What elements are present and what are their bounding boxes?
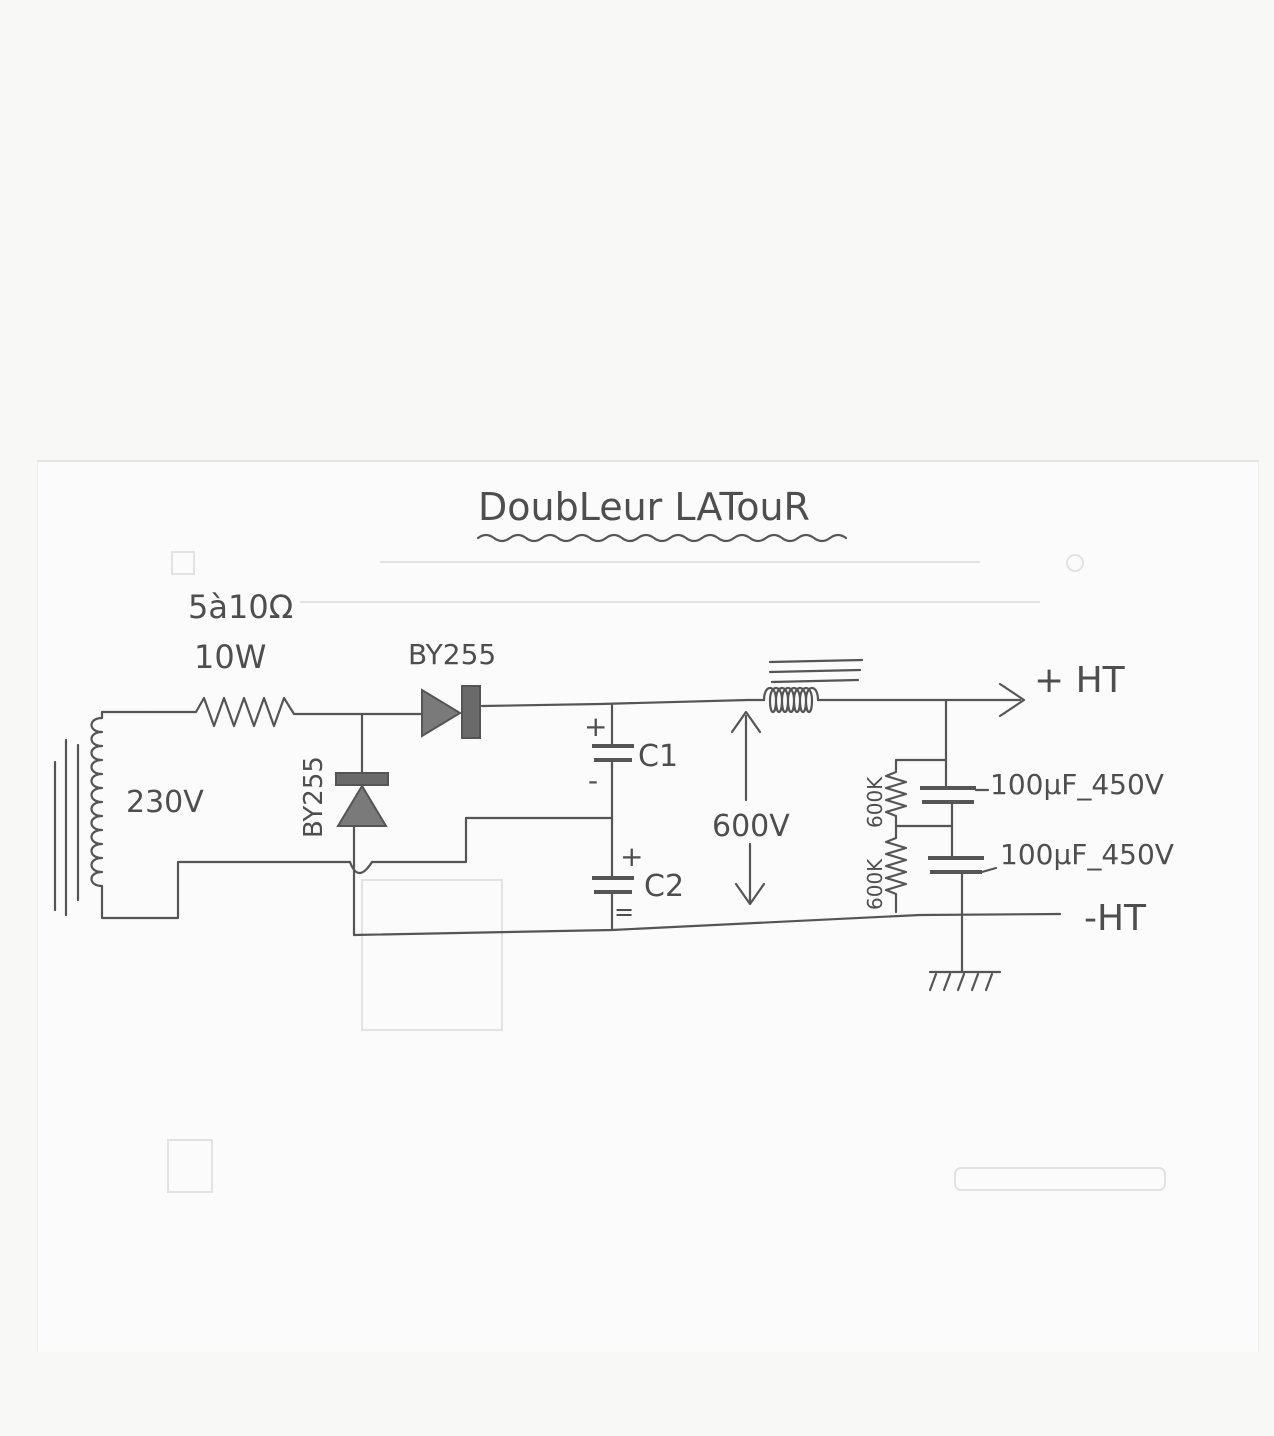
capacitor-c2: + = C2 — [592, 840, 684, 932]
mid-wire — [348, 816, 614, 875]
bleeder-bottom-label: 600K — [863, 858, 887, 910]
c1-label: C1 — [638, 739, 678, 774]
voltage-arrow: 600V — [712, 710, 790, 906]
output-plus: + HT — [1034, 660, 1126, 701]
filter-caps: 100µF_450V 100µF_450V — [920, 698, 1174, 974]
diode-shunt: BY255 — [299, 712, 389, 937]
ground-icon — [928, 970, 1002, 992]
inductor-coil — [762, 686, 868, 714]
plus-arrow — [998, 682, 1026, 718]
show-through — [167, 551, 1166, 1193]
inductor — [762, 658, 868, 714]
transformer-winding — [90, 710, 352, 920]
diode-series-label: BY255 — [408, 638, 496, 671]
diagram-title: DoubLeur LATouR — [478, 485, 810, 529]
paper-sheet — [37, 460, 1259, 1352]
transformer: 230V — [53, 710, 352, 920]
c1-plus: + — [584, 710, 607, 743]
diode-shunt-label: BY255 — [299, 756, 329, 838]
capacitor-c1: + - C1 — [584, 702, 678, 878]
c2-minus: = — [614, 898, 634, 926]
filter-cap-bottom-label: 100µF_450V — [1000, 838, 1174, 871]
minus-rail — [352, 912, 1062, 937]
resistor-zigzag — [148, 696, 364, 728]
voltage-span: 600V — [712, 809, 790, 844]
diode-series: BY255 — [360, 638, 766, 739]
filter-cap-top-label: 100µF_450V — [990, 768, 1164, 801]
title-underline — [476, 533, 848, 543]
bleeder-resistors: 600K 600K — [863, 758, 954, 914]
c2-label: C2 — [644, 869, 684, 904]
c2-plus: + — [620, 840, 643, 873]
resistor-power: 10W — [194, 638, 266, 676]
c1-minus: - — [588, 764, 598, 797]
resistor-value: 5à10Ω — [188, 588, 293, 626]
transformer-voltage: 230V — [126, 785, 204, 820]
resistor: 5à10Ω 10W — [148, 588, 364, 728]
output-minus: -HT — [1084, 898, 1147, 939]
bleeder-top-label: 600K — [863, 776, 887, 828]
